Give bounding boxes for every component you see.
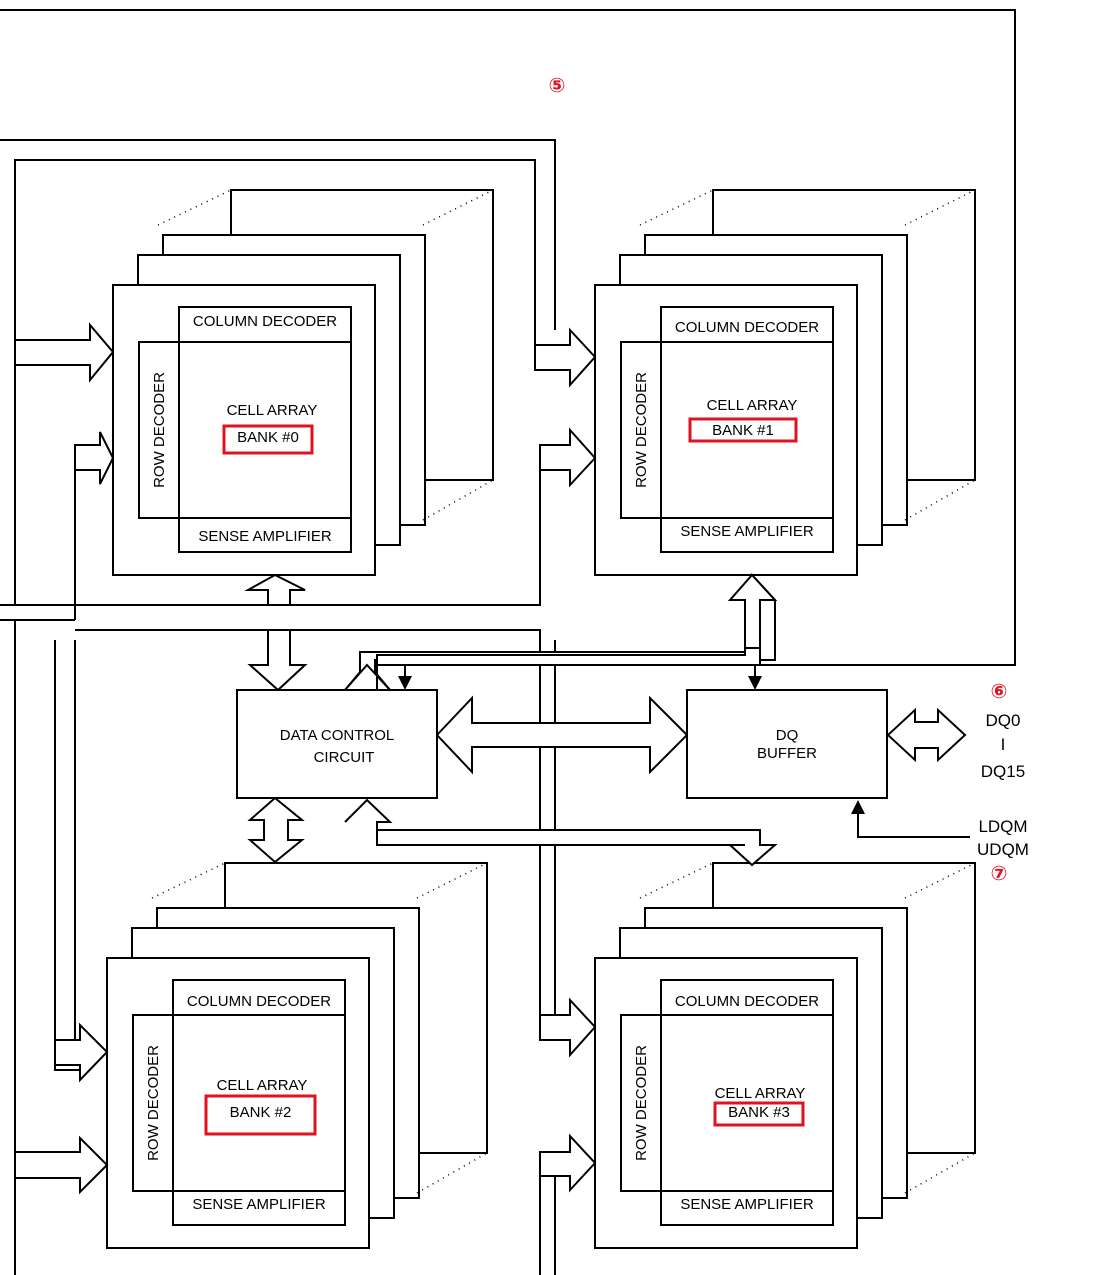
bank-id-highlight	[222, 424, 314, 455]
bus-arrow-dq-pins	[886, 707, 967, 763]
row-decoder-box	[620, 341, 662, 519]
bus-arrow-bank0-upper	[14, 322, 115, 383]
depth-dots	[151, 862, 226, 899]
bus-arrow-bank2-upper	[54, 1022, 109, 1083]
dq-pin-labels: DQ0 I DQ15	[981, 711, 1025, 781]
row-decoder-label: ROW DECODER	[145, 1045, 162, 1161]
bank-group-1: COLUMN DECODER ROW DECODER CELL ARRAY BANK …	[594, 189, 976, 576]
dq15-label: DQ15	[981, 762, 1025, 781]
udqm-label: UDQM	[977, 840, 1029, 859]
bus-arrow-datactl-from-bank0	[247, 629, 308, 692]
bank-id-label: BANK #0	[237, 429, 299, 446]
bus-arrow-bank1-upper	[534, 327, 597, 388]
bus-arrow-bank0-datactl	[244, 573, 306, 606]
column-decoder-label: COLUMN DECODER	[675, 993, 819, 1010]
bus-arrow-bank1-lower	[539, 427, 597, 488]
row-decoder-label: ROW DECODER	[633, 1045, 650, 1161]
bank-id-label: BANK #3	[728, 1104, 790, 1121]
column-decoder-label: COLUMN DECODER	[193, 313, 337, 330]
bank-group-0: COLUMN DECODER ROW DECODER CELL ARRAY BANK …	[112, 189, 494, 576]
bank-id-highlight	[204, 1094, 317, 1136]
bank-core	[172, 979, 346, 1226]
cell-array-label: CELL ARRAY	[227, 402, 318, 419]
bank-core	[178, 306, 352, 553]
row-decoder-label: ROW DECODER	[633, 372, 650, 488]
row-decoder-box	[138, 341, 180, 519]
bank-id-label: BANK #1	[712, 422, 774, 439]
bus-arrow-bank3-lower	[539, 1133, 597, 1193]
dqm-signal	[851, 800, 970, 838]
ldqm-label: LDQM	[978, 817, 1027, 836]
depth-dots	[639, 189, 714, 226]
bank-id-label: BANK #2	[230, 1104, 292, 1121]
data-control-circuit: DATA CONTROL CIRCUIT	[236, 689, 438, 799]
marker-6: ⑥	[991, 679, 1008, 703]
marker-5: ⑤	[549, 73, 566, 97]
column-decoder-label: COLUMN DECODER	[187, 993, 331, 1010]
bus-arrows	[14, 322, 967, 1195]
bank-id-highlight	[713, 1101, 805, 1127]
bus-arrow-datactl-bank3	[344, 798, 778, 867]
sense-amplifier-label: SENSE AMPLIFIER	[198, 528, 332, 545]
sense-amplifier-label: SENSE AMPLIFIER	[680, 523, 814, 540]
marker-7: ⑦	[991, 861, 1008, 885]
dq-buffer-label-1: DQ	[776, 727, 799, 744]
sense-amplifier-label: SENSE AMPLIFIER	[680, 1196, 814, 1213]
bus-arrow-bank3-upper	[539, 997, 597, 1058]
dq-buffer: DQ BUFFER	[686, 689, 888, 799]
bus-arrow-datactl-bank2	[247, 796, 305, 864]
bank-group-2: COLUMN DECODER ROW DECODER CELL ARRAY BANK …	[106, 862, 488, 1249]
bank-id-highlight	[688, 417, 798, 443]
row-decoder-box	[620, 1014, 662, 1192]
bus-arrow-datactl-dqbuffer	[435, 695, 689, 775]
depth-dots	[157, 189, 232, 226]
cell-array-label: CELL ARRAY	[707, 397, 798, 414]
data-control-label-2: CIRCUIT	[314, 749, 375, 766]
row-decoder-box	[132, 1014, 174, 1192]
bank-groups: COLUMN DECODER ROW DECODER CELL ARRAY BANK …	[106, 189, 976, 1249]
row-decoder-label: ROW DECODER	[151, 372, 168, 488]
depth-dots	[416, 1152, 488, 1194]
dqm-pin-labels: LDQM UDQM	[977, 817, 1029, 859]
bank-group-3: COLUMN DECODER ROW DECODER CELL ARRAY BANK …	[594, 862, 976, 1249]
depth-dots	[904, 479, 976, 521]
depth-dots	[639, 862, 714, 899]
bus-arrow-bank0-lower	[74, 431, 115, 485]
depth-dots	[904, 1152, 976, 1194]
cell-array-label: CELL ARRAY	[715, 1085, 806, 1102]
depth-dots	[422, 479, 494, 521]
bus-arrow-datactl-bank1	[344, 573, 776, 691]
sense-amplifier-label: SENSE AMPLIFIER	[192, 1196, 326, 1213]
bus-arrow-bank2-lower	[14, 1135, 109, 1195]
dq0-label: DQ0	[986, 711, 1021, 730]
data-control-label-1: DATA CONTROL	[280, 727, 394, 744]
cell-array-label: CELL ARRAY	[217, 1077, 308, 1094]
dq-range-separator: I	[1001, 735, 1006, 754]
dq-buffer-label-2: BUFFER	[757, 745, 817, 762]
column-decoder-label: COLUMN DECODER	[675, 319, 819, 336]
